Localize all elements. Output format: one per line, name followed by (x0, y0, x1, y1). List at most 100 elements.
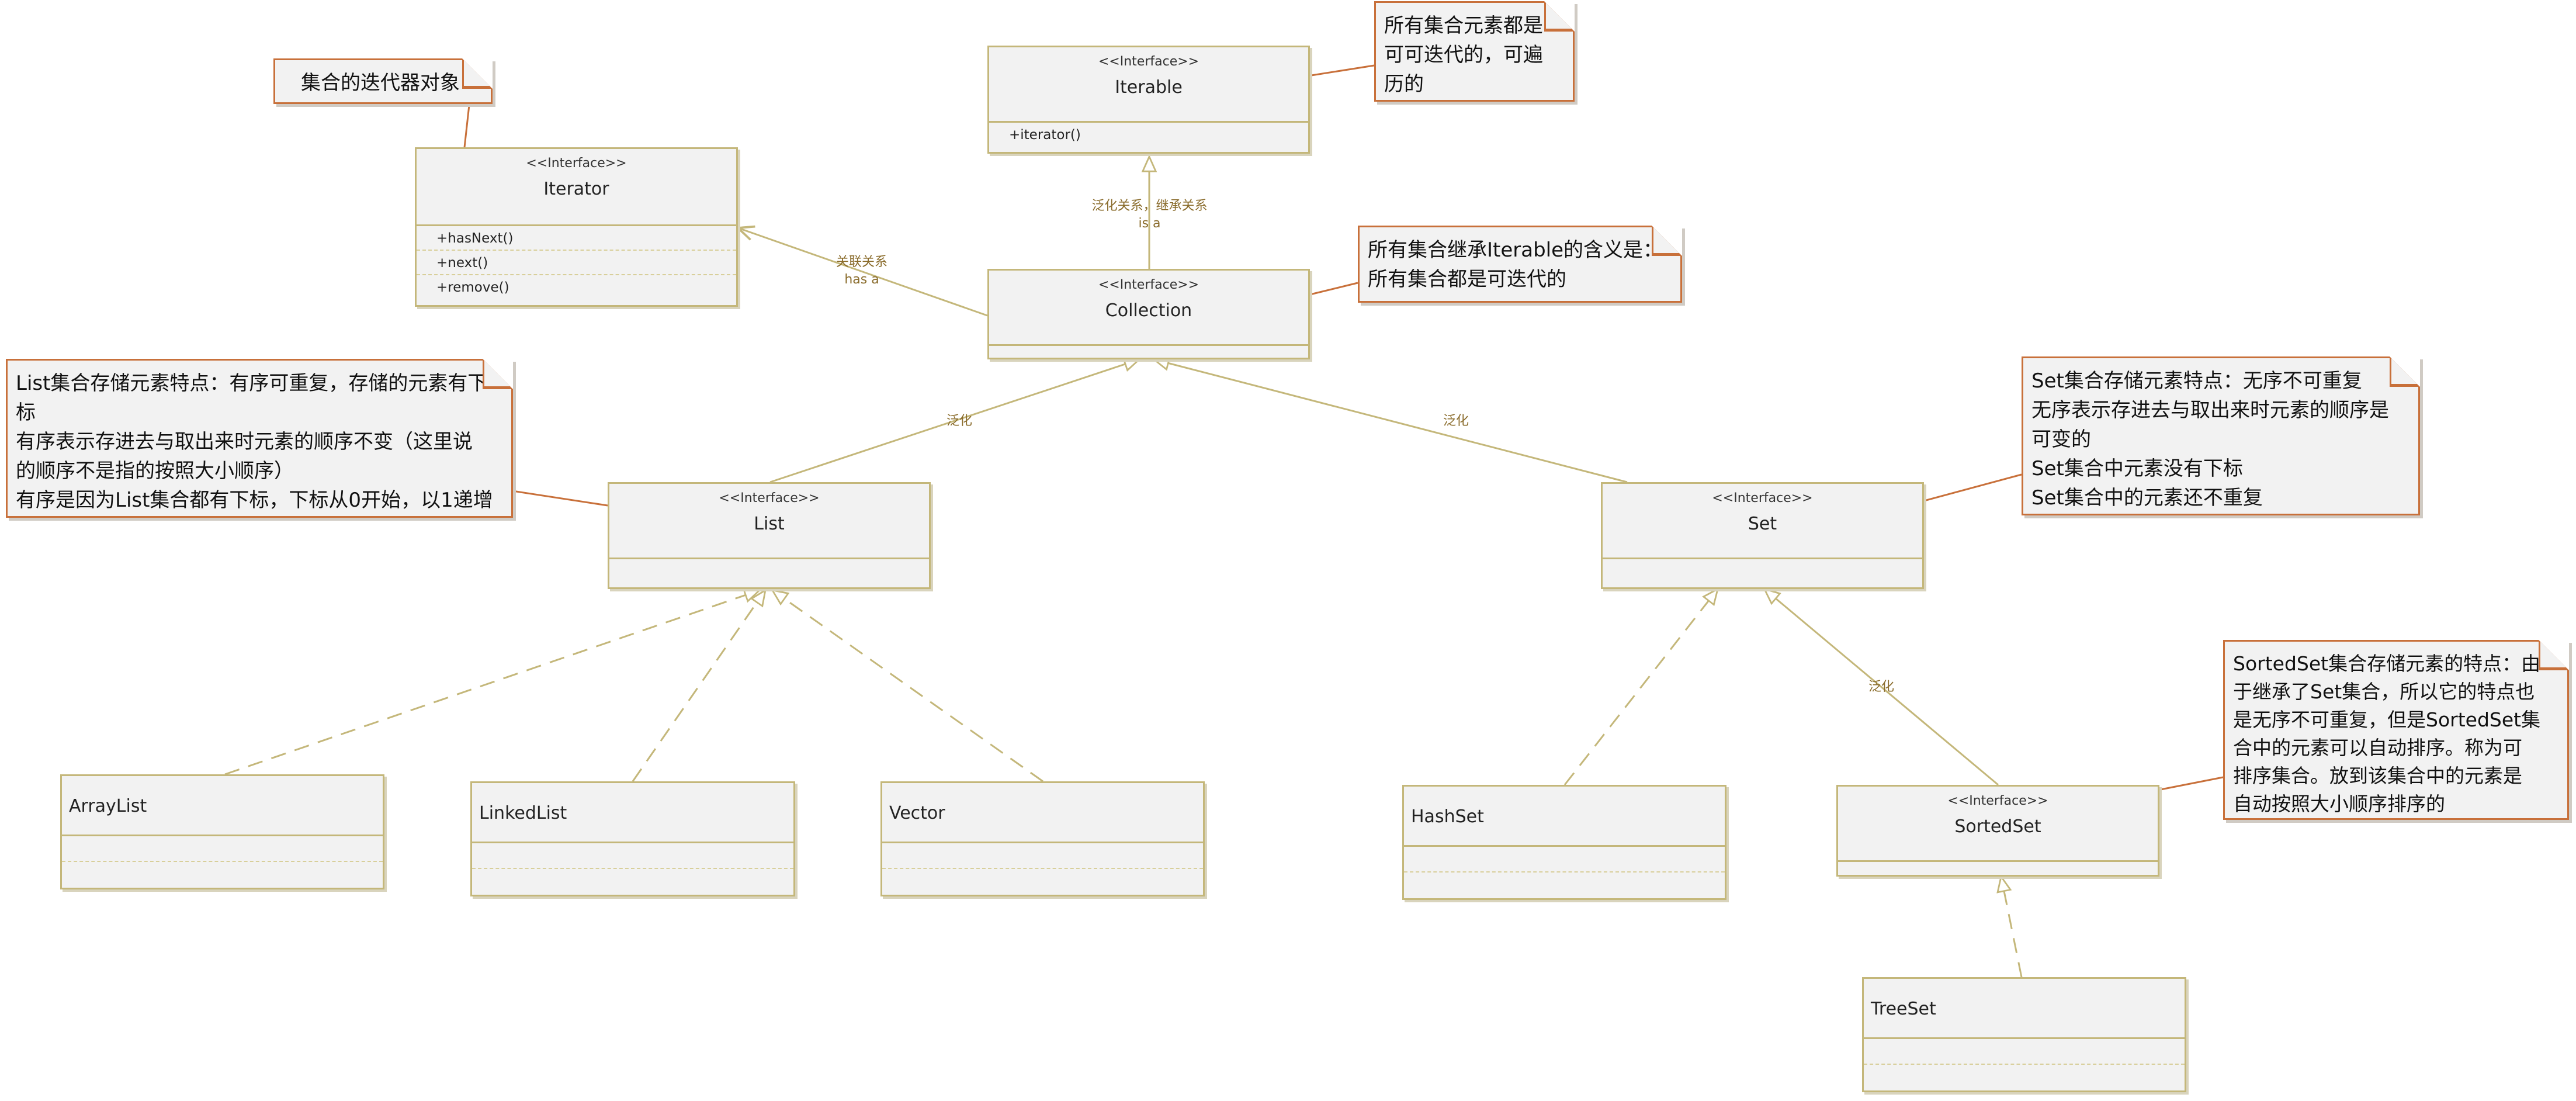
note-line: List集合存储元素特点：有序可重复，存储的元素有下 (16, 372, 488, 395)
note-fold-icon (2390, 356, 2420, 387)
interface-name: Collection (1105, 300, 1192, 321)
note-line: 有序是因为List集合都有下标，下标从0开始，以1递增 (16, 489, 493, 512)
vector-header: Vector (882, 783, 1203, 843)
iterable-note[interactable]: 所有集合元素都是 可可迭代的，可遍 历的 (1374, 1, 1575, 102)
edge-linkedlist-list (632, 590, 765, 782)
operation-item[interactable]: +remove() (436, 280, 509, 295)
edge-label-line-1: 泛化 (1443, 414, 1469, 428)
note-line: 排序集合。放到该集合中的元素是 (2233, 764, 2522, 787)
attributes-compartment (882, 843, 1203, 869)
edge-label-collection-iterator: 关联关系 has a (830, 254, 894, 289)
note-line: 标 (16, 401, 36, 424)
attributes-compartment (1404, 847, 1725, 873)
edge-label-set-collection: 泛化 (1438, 413, 1474, 430)
collection-interface[interactable]: <<Interface>> Collection (987, 269, 1310, 359)
note-fold-icon (2539, 640, 2569, 670)
operation-item[interactable]: +iterator() (1009, 127, 1081, 143)
attributes-compartment (472, 843, 793, 869)
edge-label-line-2: has a (844, 272, 879, 287)
class-name: Vector (889, 803, 945, 823)
edge-vector-list (772, 590, 1043, 783)
note-fold-icon (462, 58, 493, 89)
note-line: 无序表示存进去与取出来时元素的顺序是 (2031, 399, 2389, 422)
hashset-class[interactable]: HashSet (1402, 785, 1726, 900)
note-line: SortedSet集合存储元素的特点：由 (2233, 652, 2541, 675)
edge-sortedset-set (1764, 589, 1999, 786)
note-line: 所有集合元素都是 (1384, 14, 1543, 37)
iterable-note-anchor (1307, 64, 1375, 77)
note-line: 自动按照大小顺序排序的 (2233, 792, 2445, 815)
interface-name: List (754, 514, 785, 534)
edge-treeset-sortedset (2001, 877, 2023, 978)
linkedlist-class[interactable]: LinkedList (470, 781, 795, 896)
edge-label-line-2: is a (1138, 216, 1161, 231)
iterable-header: <<Interface>> Iterable (989, 47, 1308, 123)
note-line: 于继承了Set集合，所以它的特点也 (2233, 680, 2535, 703)
edge-label-line-1: 泛化 (1868, 680, 1894, 694)
treeset-header: TreeSet (1864, 979, 2185, 1039)
sortedset-interface[interactable]: <<Interface>> SortedSet (1836, 785, 2159, 877)
interface-name: Set (1748, 514, 1777, 534)
note-line: 可可迭代的，可遍 (1384, 43, 1543, 67)
list-header: <<Interface>> List (609, 484, 929, 559)
linkedlist-header: LinkedList (472, 783, 793, 843)
iterator-interface[interactable]: <<Interface>> Iterator +hasNext() +next(… (415, 147, 738, 307)
class-name: LinkedList (479, 803, 567, 823)
edge-label-collection-iterable: 泛化关系，继承关系 is a (1084, 198, 1215, 233)
interface-name: Iterable (1115, 77, 1183, 98)
note-fold-icon (1544, 1, 1575, 32)
list-interface[interactable]: <<Interface>> List (608, 482, 931, 589)
sortedset-note-anchor (2157, 776, 2224, 791)
note-line: 有序表示存进去与取出来时元素的顺序不变（这里说 (16, 430, 473, 453)
operation-item[interactable]: +hasNext() (417, 226, 736, 251)
sortedset-header: <<Interface>> SortedSet (1838, 787, 2158, 862)
set-note-anchor (1923, 473, 2022, 502)
set-header: <<Interface>> Set (1603, 484, 1922, 559)
stereotype-label: <<Interface>> (1947, 794, 2048, 808)
edge-set-collection (1154, 359, 1628, 483)
note-line: Set集合存储元素特点：无序不可重复 (2031, 369, 2362, 393)
note-line: 历的 (1384, 72, 1424, 96)
operations-compartment: +hasNext() +next() +remove() (417, 226, 736, 299)
vector-class[interactable]: Vector (880, 781, 1205, 896)
iterable-interface[interactable]: <<Interface>> Iterable +iterator() (987, 46, 1310, 154)
arraylist-header: ArrayList (62, 776, 383, 836)
note-fold-icon (483, 359, 513, 389)
attributes-compartment (1864, 1039, 2185, 1065)
stereotype-label: <<Interface>> (719, 491, 820, 506)
edge-label-line-1: 泛化关系，继承关系 (1091, 199, 1208, 213)
edge-list-collection (769, 359, 1139, 483)
set-interface[interactable]: <<Interface>> Set (1601, 482, 1924, 589)
edge-label-sortedset-set: 泛化 (1864, 678, 1899, 696)
note-line: 合中的元素可以自动排序。称为可 (2233, 736, 2522, 759)
treeset-class[interactable]: TreeSet (1862, 977, 2186, 1092)
edge-arraylist-list (224, 590, 760, 775)
note-line: 集合的迭代器对象 (301, 71, 460, 95)
note-line: 的顺序不是指的按照大小顺序） (16, 459, 294, 483)
note-line: 是无序不可重复，但是SortedSet集 (2233, 708, 2541, 731)
collection-note[interactable]: 所有集合继承Iterable的含义是： 所有集合都是可迭代的 (1358, 226, 1682, 303)
iterator-header: <<Interface>> Iterator (417, 149, 736, 226)
class-name: TreeSet (1871, 999, 1936, 1019)
edge-hashset-set (1563, 589, 1718, 785)
edge-collection-iterator (738, 228, 988, 317)
class-name: HashSet (1411, 806, 1484, 827)
collection-header: <<Interface>> Collection (989, 271, 1308, 346)
list-note[interactable]: List集合存储元素特点：有序可重复，存储的元素有下 标 有序表示存进去与取出来… (6, 359, 513, 518)
stereotype-label: <<Interface>> (1098, 54, 1199, 69)
hashset-header: HashSet (1404, 787, 1725, 847)
iterator-note[interactable]: 集合的迭代器对象 (273, 58, 493, 104)
stereotype-label: <<Interface>> (1098, 278, 1199, 292)
note-line: 可变的 (2031, 428, 2091, 451)
interface-name: SortedSet (1954, 816, 2041, 837)
note-fold-icon (1652, 226, 1682, 256)
set-note[interactable]: Set集合存储元素特点：无序不可重复 无序表示存进去与取出来时元素的顺序是 可变… (2022, 356, 2420, 515)
class-name: ArrayList (69, 796, 147, 816)
arraylist-class[interactable]: ArrayList (60, 774, 384, 889)
operations-compartment: +iterator() (989, 123, 1308, 146)
note-line: 所有集合继承Iterable的含义是： (1368, 238, 1663, 262)
list-note-anchor (512, 490, 608, 507)
operation-item[interactable]: +next() (417, 251, 736, 275)
sortedset-note[interactable]: SortedSet集合存储元素的特点：由 于继承了Set集合，所以它的特点也 是… (2223, 640, 2569, 820)
